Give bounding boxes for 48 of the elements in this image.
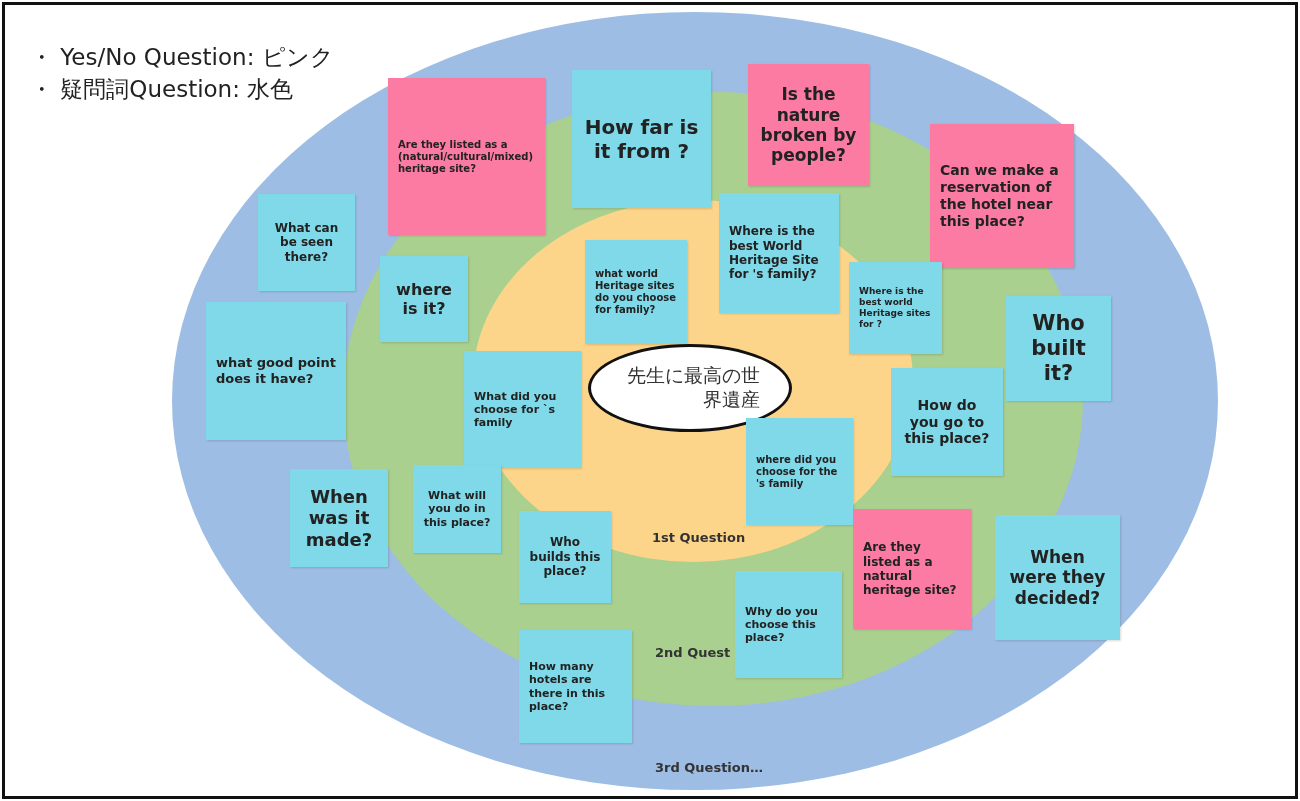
question-text: How many hotels are there in this place? [529,660,607,713]
sticky-note [206,302,346,440]
sticky-note [748,64,869,186]
sticky-note [891,368,1003,476]
ring-label: 1st Question [652,530,746,545]
sticky-note [464,351,581,468]
question-text: When were they decided? [1008,546,1107,609]
theme-text: 先生に最高の世界遺産 [626,364,760,412]
question-text: What will you do in this place? [423,489,491,529]
sticky-note [258,194,355,291]
sticky-note [853,509,971,629]
sticky-note [519,511,611,603]
question-text: When was it made? [304,485,374,551]
legend-text: ・ 疑問詞Question: 水色 [30,75,294,104]
question-text: Where is the best World Heritage Site for 's family? [729,224,820,282]
question-text: How far is it from ? [583,115,700,163]
ring-label: 3rd Question… [655,760,763,775]
sticky-note [719,193,839,313]
legend-text: ・ Yes/No Question: ピンク [30,43,334,72]
sticky-note [735,571,842,678]
sticky-note [930,124,1074,268]
sticky-note [849,262,942,354]
question-text: what good point does it have? [216,355,336,387]
sticky-note [290,469,388,567]
question-text: Are they listed as a (natural/cultural/mixed) heritage site? [398,138,535,175]
sticky-note [519,630,632,743]
sticky-note [380,256,468,342]
question-text: Is the nature broken by people? [759,84,858,166]
question-text: what world Heritage sites do you choose for family? [595,268,677,316]
question-text: Can we make a reservation of the hotel near this place? [940,162,1060,230]
question-text: Who built it? [1030,310,1087,387]
question-text: where did you choose for the 's family [756,453,839,490]
question-text: Are they listed as a natural heritage site? [863,540,958,598]
sticky-note [413,465,501,553]
sticky-note [572,70,711,208]
ring-label: 2nd Quest [655,645,731,660]
question-text: What did you choose for `s family [474,389,558,430]
sticky-note [388,78,545,235]
question-text: where is it? [395,279,453,319]
sticky-note [995,515,1120,640]
question-text: Why do you choose this place? [745,604,819,645]
sticky-note [1006,296,1111,401]
question-text: How do you go to this place? [903,396,991,448]
question-text: What can be seen there? [273,220,340,265]
question-text: Who builds this place? [529,535,601,579]
question-text: Where is the best world Heritage sites for ? [859,286,932,330]
sticky-note [746,418,853,525]
sticky-note [585,240,687,344]
